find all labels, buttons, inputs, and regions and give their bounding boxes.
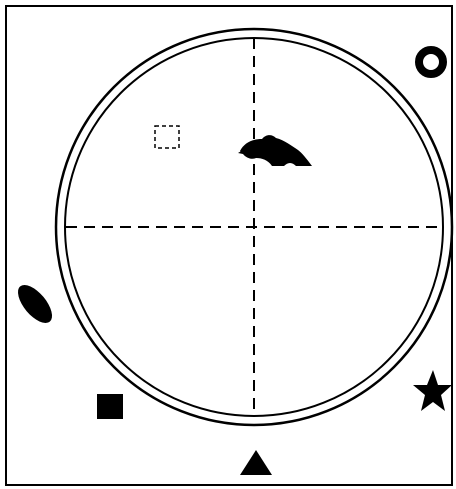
star-icon xyxy=(413,370,452,411)
triangle-icon xyxy=(240,450,272,475)
square-icon xyxy=(97,394,123,419)
ellipse-icon xyxy=(12,279,58,328)
animal-icon xyxy=(238,135,312,166)
ring-icon xyxy=(419,50,443,74)
platform-marker xyxy=(155,126,179,148)
moon-icon xyxy=(50,45,77,79)
